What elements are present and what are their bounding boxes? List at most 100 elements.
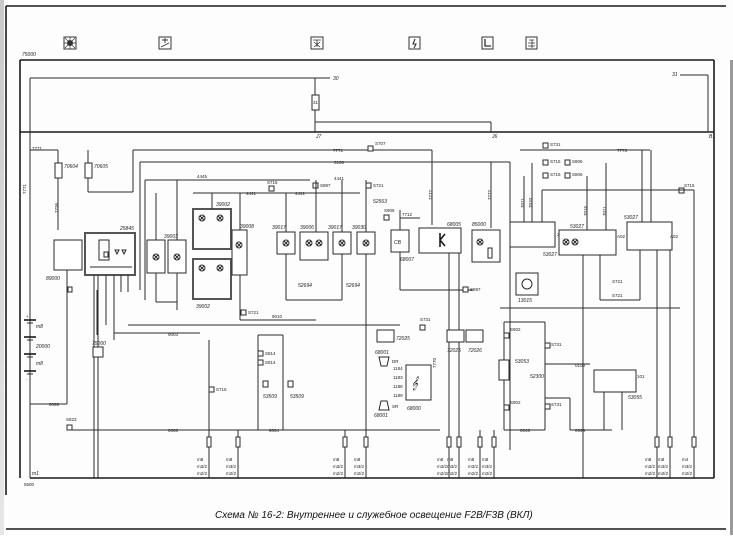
wire-7011b-label: 7011 — [602, 206, 607, 216]
ground-connector — [654, 436, 660, 448]
ground-m8b: m8 — [36, 361, 43, 367]
wire-9010-label: 9010 — [272, 314, 283, 319]
ground-tap-label: m2/2 — [682, 471, 693, 476]
door-switch-53509b[interactable] — [287, 380, 294, 388]
connector-s715c — [542, 159, 549, 166]
ground-connector — [342, 436, 348, 448]
label-53055: 53055 — [628, 395, 642, 401]
switch-53053[interactable] — [498, 359, 510, 381]
ground-tap-label: m8 — [333, 457, 340, 462]
switch-53027a[interactable] — [509, 221, 556, 248]
connector-s707 — [367, 145, 374, 152]
label-39002b: 39002 — [196, 304, 210, 310]
s905-label: S905 — [384, 208, 395, 213]
s731a-label: S731 — [420, 317, 431, 322]
label-53509b: 53509 — [290, 394, 304, 400]
label-39002a: 39002 — [216, 202, 230, 208]
speaker-dr-label: DR — [392, 359, 399, 364]
battery-20000: 20000 — [35, 344, 50, 350]
ground-connector — [446, 436, 452, 448]
pin-a02a: A02 — [617, 234, 626, 239]
ground-tap-label: m3/2 — [333, 464, 344, 469]
ground-tap-label: m8 — [482, 457, 489, 462]
lamp-row-right: 39017 39006 39017 39030 52694 52694 5256… — [272, 180, 387, 478]
s721b-label: S721 — [248, 310, 259, 315]
battery-cells — [24, 319, 36, 375]
switch-53027b[interactable] — [558, 229, 617, 256]
door-switch-53509a[interactable] — [262, 380, 269, 388]
wire-7772b-label: 7772 — [487, 189, 492, 200]
connector-s902b — [503, 404, 510, 411]
connector-s814b — [257, 359, 264, 366]
wire-0066-label: 0066 — [49, 402, 60, 407]
module-89000: 89000 — [46, 239, 83, 310]
connector-s814a — [257, 350, 264, 357]
ground-connector — [667, 436, 673, 448]
ground-tap-label: m3/2 — [447, 464, 458, 469]
switch-block-53027: 7773 S731 S715 S806 S716 S806 S715 53027… — [500, 142, 695, 478]
ground-tap-label: m8 — [354, 457, 361, 462]
connector-s897b — [462, 286, 469, 293]
ground-tap-label: m3/2 — [482, 464, 493, 469]
connector-s905 — [383, 214, 390, 221]
lamp-70605 — [84, 162, 93, 179]
ground-tap-label: m8 — [226, 457, 233, 462]
label-39008: 39008 — [240, 224, 254, 230]
ground-label: 5500 — [24, 482, 35, 487]
switch-block-right: 53053 S902 S902 0046 S731 S731 52300 010… — [498, 321, 645, 433]
wire-7016-label: 7016 — [583, 205, 588, 216]
top-icon-bar — [63, 36, 538, 50]
wire-1183: 1183 — [393, 375, 403, 380]
ground-m8-battery: m8 — [36, 324, 43, 330]
label-68000: 68000 — [407, 406, 421, 412]
connector-s902a — [503, 332, 510, 339]
wire-7773-label: 7773 — [617, 148, 628, 153]
ground-tap-label: m3/2 — [682, 464, 693, 469]
label-52694b: 52694 — [346, 283, 360, 289]
label-85000: 85000 — [472, 222, 486, 228]
label-68005: 68005 — [447, 222, 461, 228]
wire-7771b-label: 7771 — [22, 183, 27, 194]
node-j7: J7 — [315, 134, 322, 140]
ground-tap-label: m3/2 — [437, 464, 448, 469]
ground-connector — [363, 436, 369, 448]
glovebox-lamps: 70604 7736 70605 — [30, 149, 320, 230]
service-light-icon — [525, 36, 538, 50]
ground-tap-label: m2/2 — [468, 471, 479, 476]
scan-edge-right — [730, 60, 733, 535]
outer-frame — [5, 5, 726, 495]
wire-4441: 4441 4441 4441 S715 S897 S721 — [193, 176, 384, 196]
supply-bus: 30 31 J7 J6 31 B1 — [29, 72, 715, 140]
module-89000-box — [53, 239, 83, 271]
ground-tap-label: m3/2 — [468, 464, 479, 469]
s814b-label: S814 — [265, 360, 276, 365]
ground-tap-label: m8 — [447, 457, 454, 462]
label-39017b: 39017 — [328, 225, 342, 231]
ground-tap-label: m2/2 — [482, 471, 493, 476]
speaker-sr-label: SR — [392, 404, 399, 409]
s721d-label: S721 — [612, 293, 623, 298]
label-13015: 13015 — [518, 298, 532, 304]
switch-53055[interactable] — [593, 369, 637, 393]
wire-9064-label: 9064 — [269, 428, 280, 433]
ground-connector — [491, 436, 497, 448]
wire-0108-label: 0108 — [334, 160, 345, 165]
switch-53027c[interactable] — [626, 221, 673, 251]
label-68001b: 68001 — [374, 413, 388, 419]
wire-7772a-label: 7772 — [428, 189, 433, 200]
s721a-label: S721 — [373, 183, 384, 188]
label-52563: 52563 — [373, 199, 387, 205]
label-39003: 39003 — [164, 234, 178, 240]
connector-s721a — [365, 182, 372, 189]
s823-label: S823 — [66, 417, 77, 422]
node-b1: B1 — [709, 134, 715, 140]
control-block: 7712 S905 CB 68007 68005 S897 85000 7772 — [383, 162, 501, 478]
connector-s731a — [419, 324, 426, 331]
ground-connector — [477, 436, 483, 448]
connector-s731d — [542, 142, 549, 149]
connector-s823 — [66, 424, 73, 431]
node-j6: J6 — [491, 134, 498, 140]
